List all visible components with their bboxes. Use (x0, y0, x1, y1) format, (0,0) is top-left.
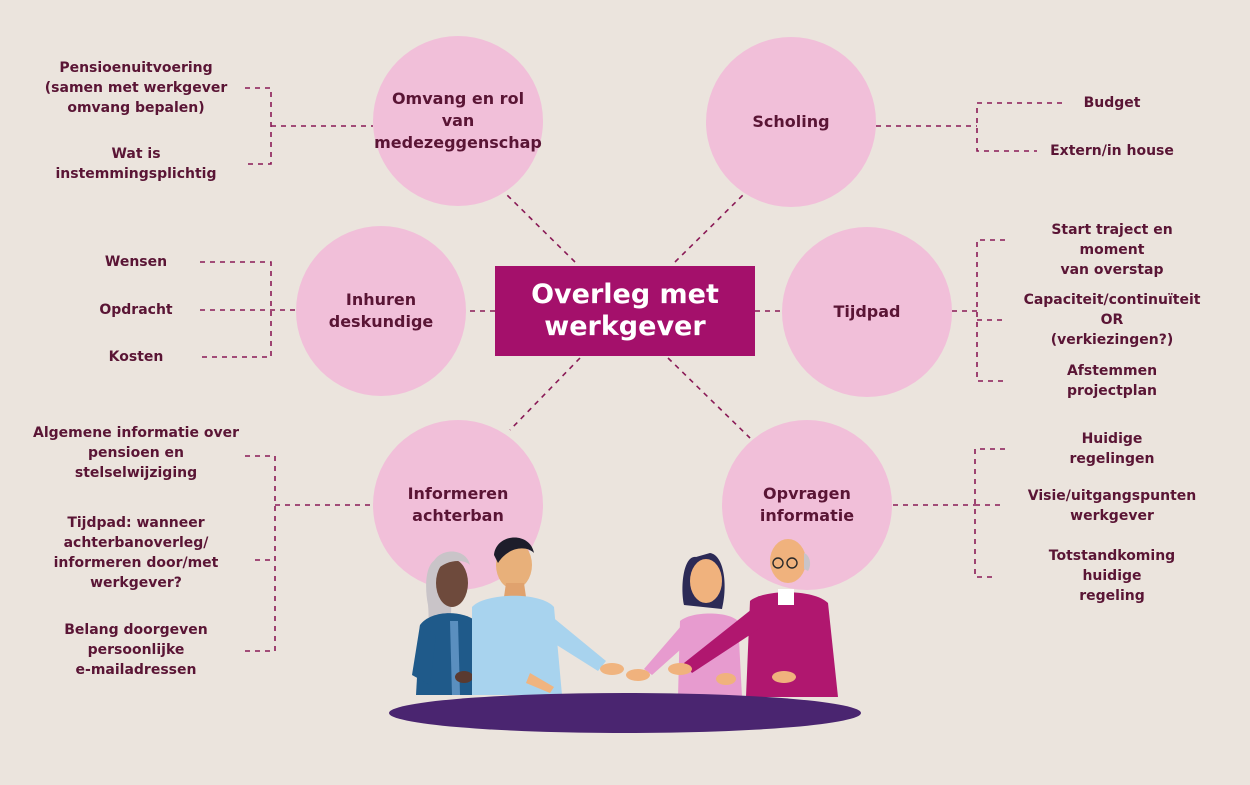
label-inhuren-2: Opdracht (99, 302, 173, 318)
label-scholing-1: Budget (1083, 95, 1141, 111)
meeting-illustration (389, 537, 861, 733)
bracket-opvragen (974, 448, 1005, 578)
label-scholing-2: Extern/in house (1050, 143, 1174, 159)
bracket-scholing (976, 102, 1062, 152)
label-informeren-2: Tijdpad: wanneer achterbanoverleg/ infor… (53, 515, 219, 591)
label-tijdpad-2: Capaciteit/continuïteit OR (verkiezingen… (1023, 292, 1201, 348)
bracket-inhuren (200, 261, 272, 358)
person-bald-man (668, 539, 838, 697)
center-box: Overleg met werkgever (495, 266, 755, 356)
spoke-omvang (504, 192, 576, 263)
bracket-tijdpad (976, 239, 1005, 382)
bubble-inhuren: Inhuren deskundige (296, 226, 466, 396)
label-informeren-3: Belang doorgeven persoonlijke e-mailadre… (64, 622, 208, 678)
bracket-informeren (245, 455, 276, 652)
bubble-tijdpad: Tijdpad (782, 227, 952, 397)
label-tijdpad-3: Afstemmen projectplan (1066, 363, 1158, 399)
label-omvang-2: Wat is instemmingsplichtig (55, 146, 217, 182)
label-informeren-1: Algemene informatie over pensioen en ste… (33, 425, 239, 481)
spoke-opvragen (667, 357, 751, 439)
person-dark-hair-man (472, 537, 624, 695)
label-opvragen-2: Visie/uitgangspunten werkgever (1027, 488, 1197, 524)
spoke-scholing (674, 192, 746, 263)
bubble-omvang: Omvang en rol van medezeggenschap (373, 36, 543, 206)
table (389, 693, 861, 733)
label-opvragen-3: Totstandkoming huidige regeling (1048, 548, 1176, 604)
spoke-informeren (509, 357, 581, 431)
label-tijdpad-1: Start traject en moment van overstap (1051, 222, 1173, 278)
label-opvragen-1: Huidige regelingen (1069, 431, 1155, 467)
bubble-scholing: Scholing (706, 37, 876, 207)
label-inhuren-3: Kosten (108, 349, 164, 365)
label-inhuren-1: Wensen (104, 254, 168, 270)
bracket-omvang (245, 87, 272, 165)
label-omvang-1: Pensioenuitvoering (samen met werkgever … (44, 60, 228, 116)
person-dark-hair-woman (626, 553, 742, 697)
